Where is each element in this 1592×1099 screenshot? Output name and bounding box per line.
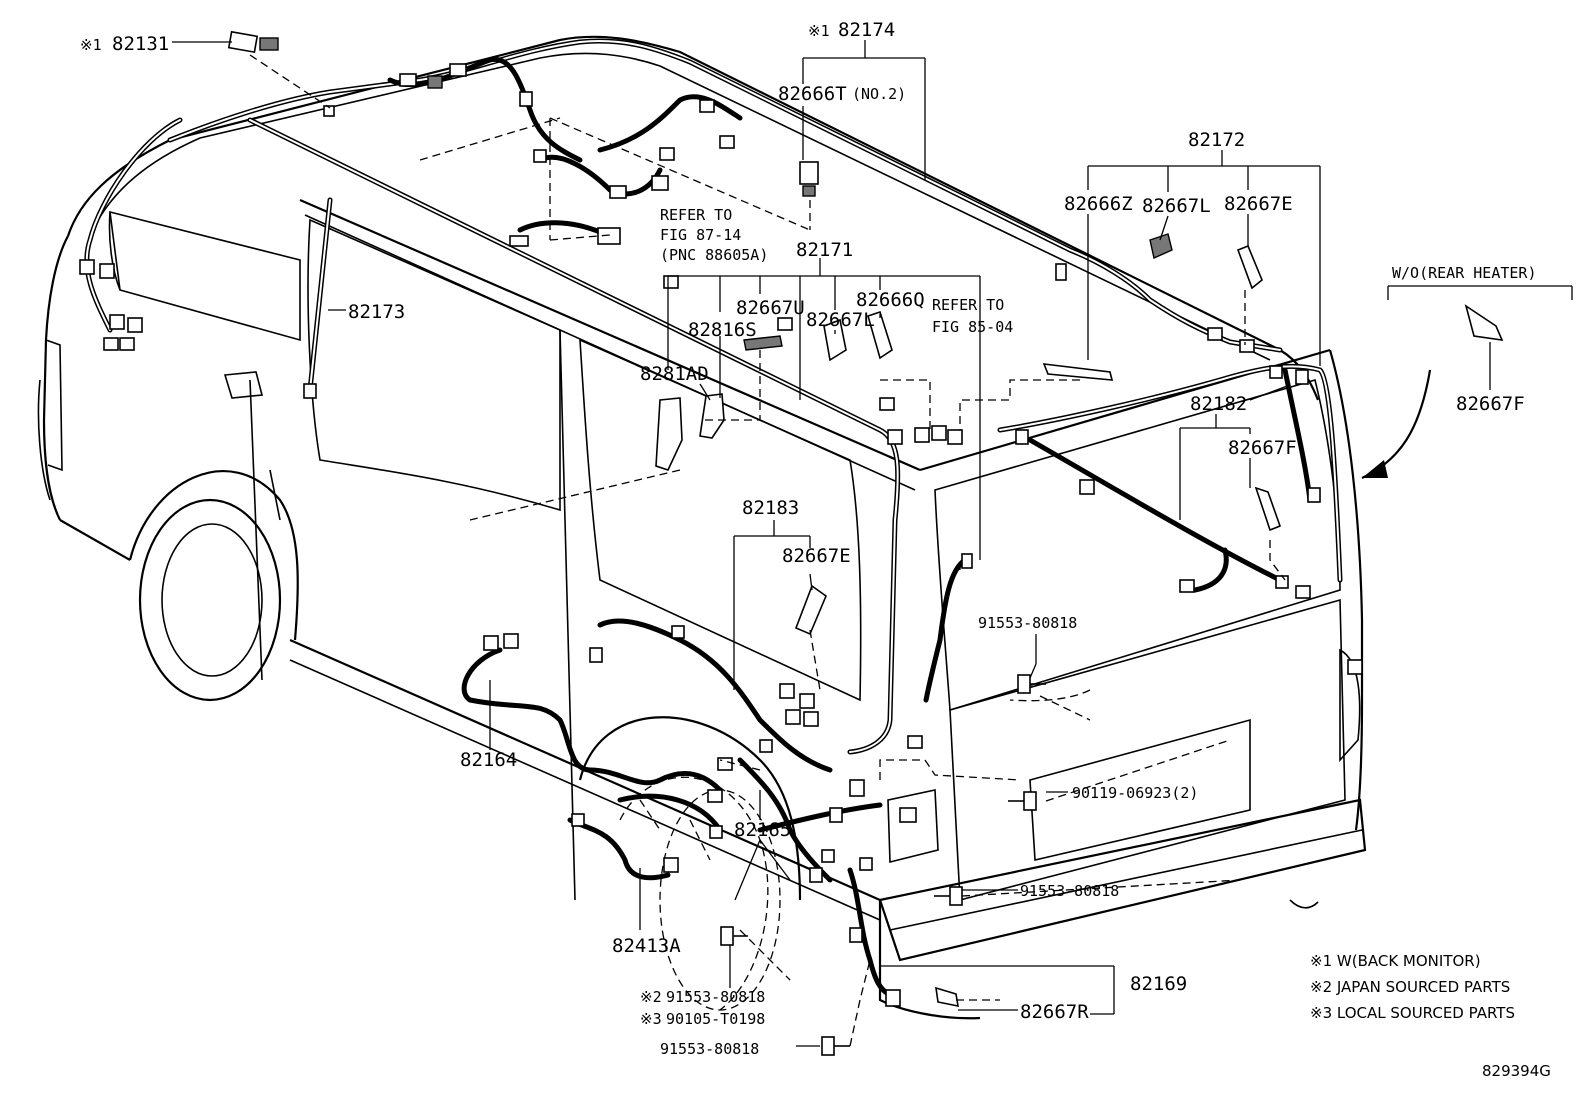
label-91553-80818-b: 91553-80818	[1020, 882, 1119, 900]
label-82667E-a: 82667E	[1224, 193, 1293, 215]
bolt-icon	[1008, 791, 1037, 811]
label-no2: (NO.2)	[852, 85, 906, 103]
label-82816S: 82816S	[688, 319, 757, 341]
label-82667F-a: 82667F	[1456, 393, 1525, 415]
legend: ※1 W(BACK MONITOR) ※2 JAPAN SOURCED PART…	[1310, 952, 1551, 1080]
label-90105-T0198: 90105-T0198	[666, 1010, 765, 1028]
bolt-icon	[821, 1036, 850, 1056]
connectors	[79, 30, 1504, 1056]
van-body	[37, 35, 1367, 1020]
label-82667L-a: 82667L	[1142, 195, 1211, 217]
label-91553-80818-c: 91553-80818	[666, 988, 765, 1006]
mark-1: ※1	[808, 22, 830, 40]
label-82667F-b: 82667F	[1228, 437, 1297, 459]
ref-fig-85-04-line2: FIG 85-04	[932, 318, 1013, 336]
mark-1: ※1	[80, 36, 102, 54]
label-82171: 82171	[796, 239, 853, 261]
label-82131: 82131	[112, 33, 169, 55]
label-82667R: 82667R	[1020, 1001, 1089, 1023]
label-82666Z: 82666Z	[1064, 193, 1133, 215]
label-82667U: 82667U	[736, 297, 805, 319]
legend-item-2: ※2 JAPAN SOURCED PARTS	[1310, 978, 1510, 996]
label-82169: 82169	[1130, 973, 1187, 995]
mark-3: ※3	[640, 1010, 662, 1028]
label-82174: 82174	[838, 19, 895, 41]
bolt-icon	[1017, 674, 1046, 694]
ref-fig-87-14-line2: FIG 87-14	[660, 226, 741, 244]
label-8281AD: 8281AD	[640, 363, 709, 385]
label-82667L-b: 82667L	[806, 309, 875, 331]
label-91553-80818-a: 91553-80818	[978, 614, 1077, 632]
ref-fig-87-14-line1: REFER TO	[660, 206, 732, 224]
label-82173: 82173	[348, 301, 405, 323]
label-wo-rear-heater: W/O(REAR HEATER)	[1392, 264, 1537, 282]
legend-item-3: ※3 LOCAL SOURCED PARTS	[1310, 1004, 1515, 1022]
ref-fig-87-14-line3: (PNC 88605A)	[660, 246, 768, 264]
mark-2: ※2	[640, 988, 662, 1006]
figure-code: 829394G	[1482, 1062, 1551, 1080]
dashed-guides	[249, 54, 1286, 1047]
label-90119-06923: 90119-06923(2)	[1072, 784, 1198, 802]
bolt-icon	[720, 926, 748, 946]
label-82165: 82165	[734, 819, 791, 841]
wire-harnesses	[84, 38, 1343, 998]
bolt-icon	[934, 886, 963, 906]
part-labels: ※1 82131 ※1 82174 82666T (NO.2) 82172 82…	[80, 19, 1537, 1058]
label-82172: 82172	[1188, 129, 1245, 151]
leader-lines	[172, 40, 1573, 1047]
ref-fig-85-04-line1: REFER TO	[932, 296, 1004, 314]
legend-item-1: ※1 W(BACK MONITOR)	[1310, 952, 1481, 970]
label-91553-80818-d: 91553-80818	[660, 1040, 759, 1058]
label-82413A: 82413A	[612, 935, 681, 957]
label-82667E-b: 82667E	[782, 545, 851, 567]
label-82183: 82183	[742, 497, 799, 519]
label-82666Q: 82666Q	[856, 289, 925, 311]
label-82182: 82182	[1190, 393, 1247, 415]
label-82164: 82164	[460, 749, 517, 771]
label-82666T: 82666T	[778, 83, 847, 105]
